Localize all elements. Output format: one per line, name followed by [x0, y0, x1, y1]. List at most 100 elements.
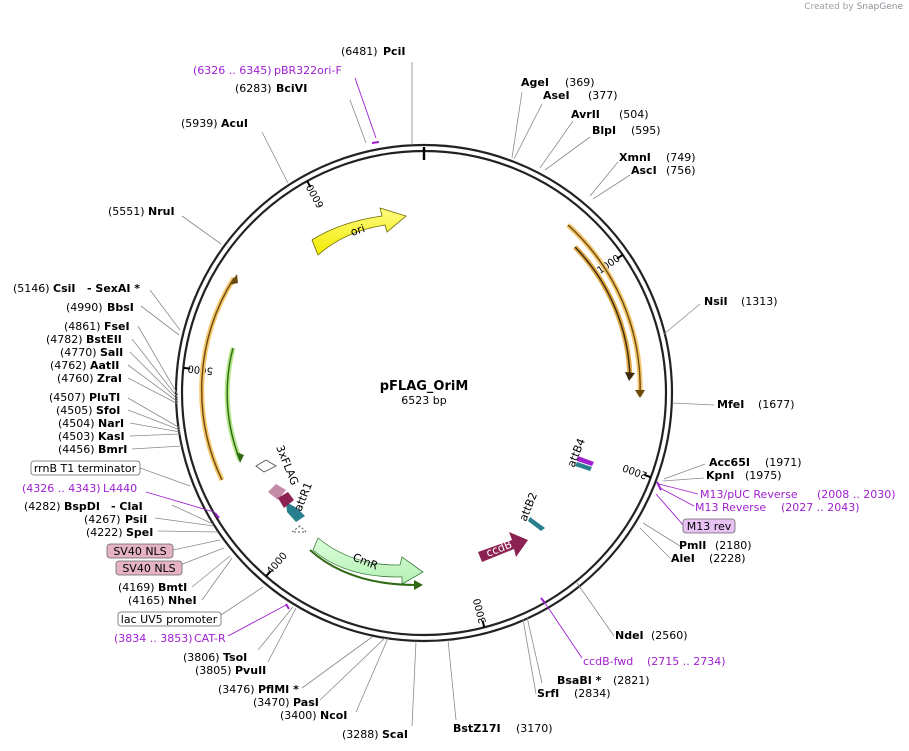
site-name: NcoI	[320, 709, 347, 722]
primer-name: CAT-R	[194, 632, 226, 645]
left-arc-feature	[199, 274, 244, 482]
site-name: TsoI	[223, 651, 247, 664]
site-name: - ClaI	[111, 500, 143, 513]
right-arc-feature	[566, 223, 645, 398]
boxed-label: SV40 NLS	[113, 545, 166, 558]
boxed-labels: rrnB T1 terminator SV40 NLS SV40 NLS lac…	[30, 460, 736, 627]
site-pos: (6481)	[341, 45, 378, 58]
ring-tick-label: 4000	[265, 551, 290, 577]
credit-line: Created by SnapGene	[804, 2, 903, 12]
site-name: KpnI	[706, 469, 734, 482]
site-name: PluTI	[89, 391, 120, 404]
boxed-label: rrnB T1 terminator	[34, 462, 137, 475]
cmr-feature: CmR	[309, 537, 424, 590]
site-pos: (4770)	[60, 346, 97, 359]
attb4-feature: attB4	[565, 437, 594, 471]
primer-name: M13 Reverse	[695, 501, 766, 514]
primer-name: M13/pUC Reverse	[700, 488, 798, 501]
site-pos: (377)	[588, 89, 618, 102]
attr1-label: attR1	[292, 480, 315, 513]
site-pos: (3288)	[342, 728, 379, 741]
site-name: NarI	[98, 417, 124, 430]
snapgene-brand: SnapGene	[856, 2, 903, 12]
site-pos: (3806)	[183, 651, 220, 664]
site-name: AcuI	[221, 117, 248, 130]
ring-tick	[643, 473, 652, 479]
ori-feature: ori	[311, 207, 407, 256]
site-name: BspDI	[64, 500, 100, 513]
site-leaders	[181, 62, 715, 727]
site-pos: (4505)	[56, 404, 93, 417]
site-pos: (5939)	[181, 117, 218, 130]
site-name: Acc65I	[709, 456, 750, 469]
site-name: FseI	[104, 320, 130, 333]
backbone-outer	[174, 143, 674, 643]
ori-label: ori	[349, 222, 367, 239]
attb2-feature: attB2	[517, 491, 545, 531]
site-pos: (3805)	[195, 664, 232, 677]
site-name: BlpI	[592, 124, 616, 137]
primer-name: L4440	[103, 482, 137, 495]
boxed-label: lac UV5 promoter	[121, 613, 218, 626]
site-labels: (6481) PciI (6283) BciVI (5939) AcuI (55…	[13, 45, 802, 741]
site-name: XmnI	[619, 151, 651, 164]
site-name: PflMI *	[258, 683, 299, 696]
site-name: PsiI	[125, 513, 147, 526]
site-pos: (756)	[666, 164, 696, 177]
ring-tick	[481, 620, 486, 628]
site-pos: (4503)	[58, 430, 95, 443]
site-name: BstZ17I	[453, 722, 501, 735]
site-pos: (4504)	[58, 417, 95, 430]
site-name: CsiI	[53, 282, 75, 295]
primer-leaders	[145, 77, 699, 659]
site-pos: (4456)	[58, 443, 95, 456]
site-name: BsaBI *	[557, 674, 602, 687]
attb2-label: attB2	[517, 491, 540, 524]
site-pos: (3400)	[280, 709, 317, 722]
ring-tick-label: 2000	[621, 461, 649, 480]
site-name: AgeI	[521, 76, 549, 89]
primer-range: (6326 .. 6345)	[193, 64, 272, 77]
site-pos: (504)	[619, 108, 649, 121]
ring-tick	[183, 366, 191, 370]
site-name: PmlI	[679, 539, 706, 552]
site-name: - SexAI *	[87, 282, 140, 295]
primer-name: ccdB-fwd	[583, 655, 633, 668]
site-pos: (4990)	[66, 301, 103, 314]
site-pos: (4760)	[57, 372, 94, 385]
site-pos: (2228)	[709, 552, 746, 565]
site-name: AleI	[671, 552, 695, 565]
site-pos: (2560)	[651, 629, 688, 642]
ring-tick-label: 3000	[472, 597, 489, 624]
site-name: ScaI	[382, 728, 408, 741]
site-pos: (595)	[631, 124, 661, 137]
site-pos: (4267)	[84, 513, 121, 526]
primer-range: (2027 .. 2043)	[781, 501, 860, 514]
site-pos: (369)	[565, 76, 595, 89]
primer-range: (2715 .. 2734)	[647, 655, 726, 668]
primer-range: (3834 .. 3853)	[114, 632, 193, 645]
ring-tick-label: 6000	[305, 182, 327, 210]
site-pos: (3170)	[516, 722, 553, 735]
site-name: SpeI	[126, 526, 153, 539]
site-pos: (4861)	[64, 320, 101, 333]
site-name: BbsI	[107, 301, 134, 314]
left-cluster-leaders	[127, 289, 233, 601]
site-pos: (1677)	[758, 398, 795, 411]
site-name: NruI	[148, 205, 175, 218]
site-pos: (4782)	[46, 333, 83, 346]
site-pos: (4282)	[24, 500, 61, 513]
primer-name: pBR322ori-F	[274, 64, 342, 77]
site-pos: (4762)	[50, 359, 87, 372]
site-name: MfeI	[717, 398, 744, 411]
attb4-label: attB4	[565, 437, 588, 470]
site-pos: (2180)	[715, 539, 752, 552]
plasmid-size: 6523 bp	[401, 394, 446, 407]
site-name: SalI	[100, 346, 123, 359]
primer-labels: (6326 .. 6345) pBR322ori-F (4326 .. 4343…	[22, 64, 896, 668]
site-pos: (4222)	[86, 526, 123, 539]
site-name: BmrI	[98, 443, 127, 456]
site-name: BciVI	[276, 82, 307, 95]
flag-label: 3xFLAG	[273, 443, 301, 487]
